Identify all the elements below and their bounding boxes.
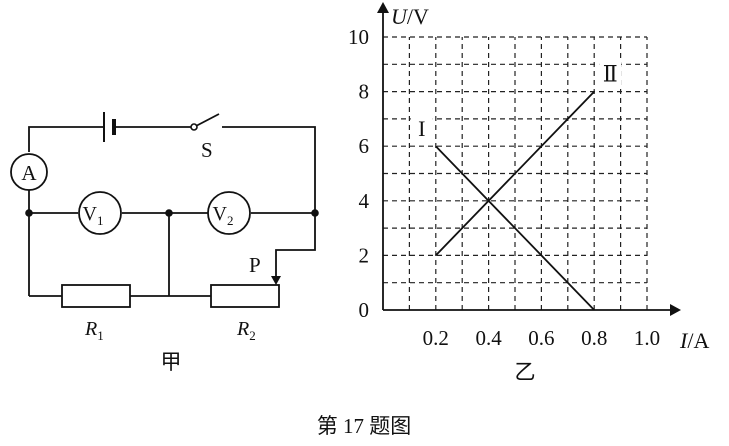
ammeter-label: A <box>21 161 37 185</box>
series-label-2: Ⅱ <box>603 62 618 87</box>
slider-wire <box>275 213 316 280</box>
x-axis-label: I/A <box>679 328 709 353</box>
series-line-2 <box>435 90 595 257</box>
r1-label: R1 <box>84 318 104 343</box>
voltmeter-v1 <box>78 191 122 235</box>
voltmeter-v1-label: V1 <box>83 203 104 228</box>
wire-top-left <box>28 126 104 152</box>
circuit-caption: 甲 <box>161 350 182 374</box>
x-axis-arrow <box>670 304 681 316</box>
x-tick-label: 0.6 <box>528 326 554 350</box>
switch-label: S <box>201 138 213 162</box>
y-tick-label: 8 <box>359 80 370 104</box>
switch-pivot <box>190 123 198 131</box>
y-axis-arrow <box>377 2 389 13</box>
x-tick-label: 0.8 <box>581 326 607 350</box>
x-tick-label: 1.0 <box>634 326 660 350</box>
y-tick-label: 10 <box>348 25 369 49</box>
graph-caption: 乙 <box>515 360 536 384</box>
series: IⅡ <box>410 61 622 311</box>
resistor-r1 <box>61 284 131 308</box>
resistor-r2 <box>210 284 280 308</box>
x-tick-label: 0.4 <box>475 326 502 350</box>
slider-label: P <box>249 253 261 277</box>
r2-label: R2 <box>236 318 256 343</box>
switch-blade <box>195 113 220 127</box>
y-tick-label: 0 <box>359 298 370 322</box>
figure-caption: 第 17 题图 <box>317 414 412 438</box>
series-label-bg <box>410 116 433 143</box>
y-tick-label: 2 <box>359 243 370 267</box>
circuit-diagram: S A V1 V2 P R1 R2 甲 <box>10 112 319 374</box>
y-tick-label: 4 <box>359 189 370 213</box>
series-label-bg <box>599 61 622 88</box>
y-tick-label: 6 <box>359 134 370 158</box>
series-label-1: I <box>418 116 425 141</box>
x-tick-label: 0.2 <box>423 326 449 350</box>
series-line-1 <box>435 145 595 311</box>
slider-arrow <box>271 276 281 285</box>
y-axis-label: U/V <box>391 4 429 29</box>
voltmeter-v2 <box>207 191 251 235</box>
voltmeter-v2-label: V2 <box>213 203 234 228</box>
wire-top-right <box>222 126 316 213</box>
junction-left <box>25 209 33 217</box>
tick-labels: 0.2 0.4 0.6 0.8 1.0 0 2 4 6 8 10 <box>348 25 660 350</box>
